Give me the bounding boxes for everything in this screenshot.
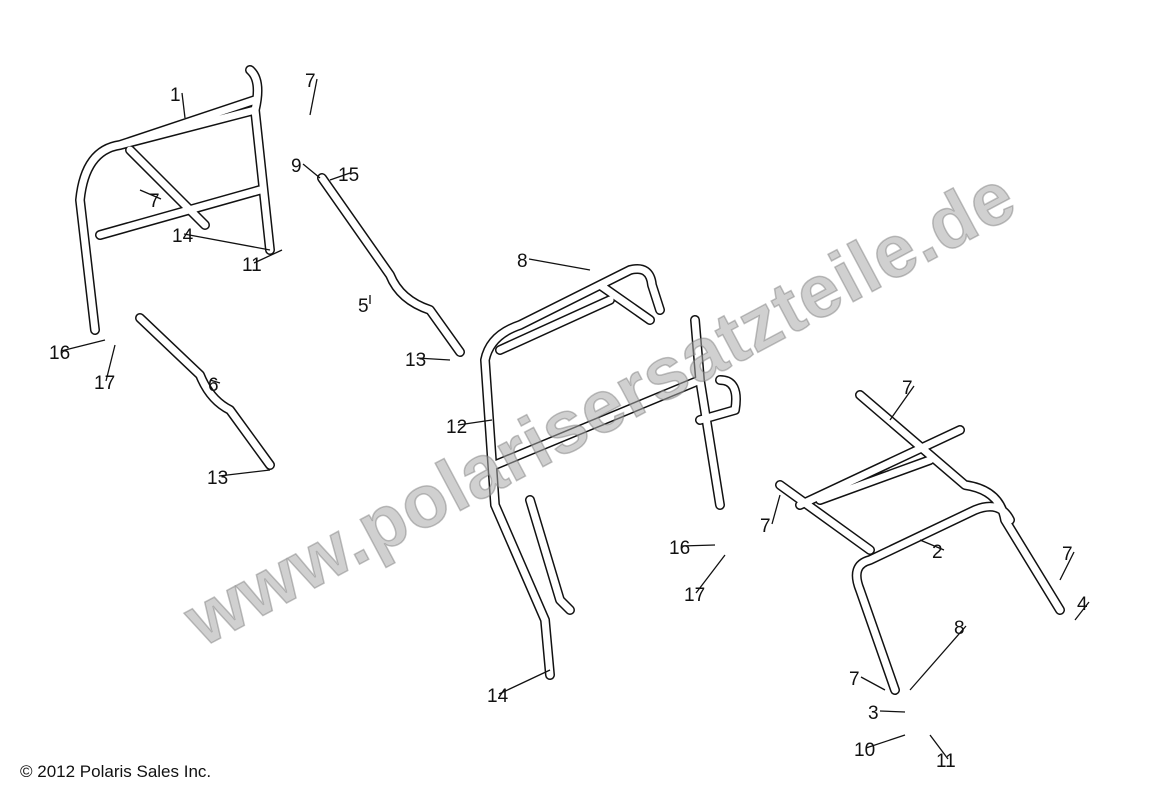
callout-8: 8 [517,251,528,272]
callout-leader [1074,601,1090,621]
callout-leader [253,249,283,264]
callout-7: 7 [305,71,316,92]
main-roll-cage-12-inner [481,265,740,679]
lower-tube-6-inner [136,314,274,469]
callout-leader [889,385,915,421]
frame-tubes [75,65,1065,695]
callout-7: 7 [760,516,771,537]
callout-4: 4 [1077,594,1088,615]
callout-13: 13 [207,468,228,489]
callout-11: 11 [242,255,262,276]
callout-leader [60,339,106,352]
callout-2: 2 [932,542,943,563]
callout-leader [209,379,221,384]
callout-leader [929,734,949,760]
callout-1: 1 [170,85,181,106]
callout-16: 16 [49,343,70,364]
callout-leader [498,669,551,695]
callout-leader [1059,551,1075,581]
callout-leader [865,734,906,749]
callout-leader [457,419,493,426]
callout-14: 14 [172,226,194,247]
callout-5: 5 [358,296,369,317]
callout-leader [680,544,716,547]
callout-7: 7 [849,669,860,690]
front-roll-bar-1 [75,65,275,335]
callout-leader [302,163,321,179]
callout-leader [139,189,162,200]
callout-14: 14 [487,686,509,707]
callout-leader [329,172,351,181]
callout-leader [860,676,886,691]
callout-leader [183,233,271,251]
upper-tube-5-inner [318,174,464,356]
rear-roll-bar-2-inner [776,391,1064,694]
callout-leader [528,258,591,271]
callout-7: 7 [1062,544,1073,565]
callout-17: 17 [94,373,115,394]
callout-8: 8 [954,618,965,639]
callout-leaders [60,78,1090,760]
callout-leader [218,469,271,477]
callout-leader [909,625,967,691]
callout-7: 7 [149,191,160,212]
copyright-text: © 2012 Polaris Sales Inc. [20,762,212,781]
callout-leader [181,92,186,119]
callout-leader [309,78,318,116]
callout-leader [416,357,451,361]
callout-leader [919,539,945,551]
callout-16: 16 [669,538,690,559]
callout-13: 13 [405,350,426,371]
callout-7: 7 [902,378,913,399]
callout-15: 15 [338,165,359,186]
callout-10: 10 [854,740,875,761]
callout-leader [879,710,906,713]
callout-17: 17 [684,585,705,606]
callout-leader [695,554,726,594]
callout-leader [771,494,781,525]
callout-3: 3 [868,703,879,724]
callout-11: 11 [936,751,956,772]
callout-12: 12 [446,417,467,438]
front-roll-bar-1-inner [76,66,274,334]
callout-leader [105,344,116,382]
callout-9: 9 [291,156,302,177]
callout-6: 6 [208,375,219,396]
